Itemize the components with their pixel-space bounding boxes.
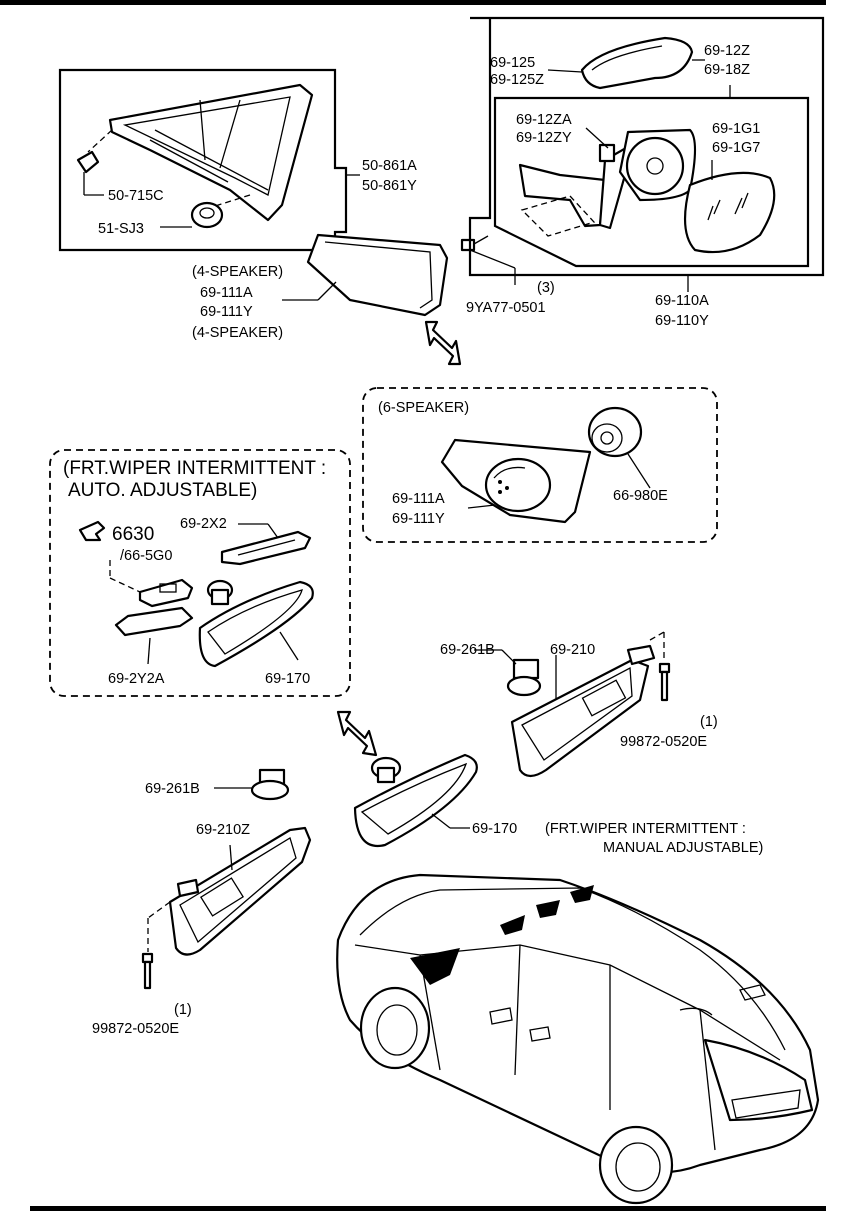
label-6630: 6630 xyxy=(112,524,154,545)
label-69-110Y: 69-110Y xyxy=(655,313,709,329)
label-69-2X2: 69-2X2 xyxy=(180,516,227,532)
speaker-cover-4sp: (4-SPEAKER) 69-111A 69-111Y (4-SPEAKER) xyxy=(192,233,449,341)
tweeter-speaker xyxy=(587,406,651,489)
mirror-mount-manual xyxy=(370,756,402,784)
label-r-69-210: 69-210 xyxy=(550,642,595,658)
label-manual-note-2: MANUAL ADJUSTABLE) xyxy=(603,840,763,856)
outside-mirror-box xyxy=(468,16,825,277)
label-69-1G1: 69-1G1 xyxy=(712,121,760,137)
label-auto-title-2: AUTO. ADJUSTABLE) xyxy=(68,480,257,501)
label-69-110A: 69-110A xyxy=(655,293,709,309)
alternative-arrow-2 xyxy=(336,710,378,757)
rear-wheel xyxy=(598,1125,674,1205)
quarter-window-group: 50-715C 51-SJ3 50-861A 50-861Y xyxy=(58,68,417,252)
label-6sp-69-111A: 69-111A xyxy=(392,491,445,507)
quarter-window-box xyxy=(58,68,348,252)
six-speaker-box xyxy=(362,387,718,543)
label-r-69-261B: 69-261B xyxy=(440,642,495,658)
manual-rearview-mirror xyxy=(353,753,478,848)
mirror-mount xyxy=(206,579,234,606)
bottom-border xyxy=(30,1206,826,1211)
visor-clip-left xyxy=(250,768,290,801)
sensor-bracket xyxy=(114,606,194,637)
mirror-glass xyxy=(683,171,776,254)
sensor-cover xyxy=(220,530,312,566)
visor-clip-right xyxy=(506,658,542,697)
label-screw-qty: (3) xyxy=(537,280,555,296)
clip-icon xyxy=(76,150,104,196)
alternative-arrow-1 xyxy=(424,320,462,366)
label-4-speaker-top: (4-SPEAKER) xyxy=(192,264,283,280)
top-border xyxy=(0,0,826,5)
auto-mirror-box xyxy=(49,449,351,697)
label-manual-69-170: 69-170 xyxy=(472,821,517,837)
label-69-125Z: 69-125Z xyxy=(490,72,544,88)
pad-icon xyxy=(160,201,224,229)
label-69-12ZA: 69-12ZA xyxy=(516,112,572,128)
label-6sp-69-111Y: 69-111Y xyxy=(392,511,445,527)
screw-left-icon xyxy=(141,952,154,990)
auto-mirror-group: (FRT.WIPER INTERMITTENT : AUTO. ADJUSTAB… xyxy=(49,449,351,697)
label-r-screw-qty: (1) xyxy=(700,714,718,730)
hand-pointer-icon xyxy=(78,520,106,542)
label-69-18Z: 69-18Z xyxy=(704,62,750,78)
label-66-5G0: /66-5G0 xyxy=(120,548,172,564)
label-l-69-210Z: 69-210Z xyxy=(196,822,250,838)
label-69-111Y: 69-111Y xyxy=(200,304,253,320)
label-6-speaker: (6-SPEAKER) xyxy=(378,400,469,416)
auto-rearview-mirror xyxy=(198,580,314,668)
label-manual-note-1: (FRT.WIPER INTERMITTENT : xyxy=(545,821,746,837)
six-speaker-group: (6-SPEAKER) 69-111A 69-111Y 66-980E xyxy=(362,387,718,543)
label-69-12ZY: 69-12ZY xyxy=(516,130,572,146)
rain-sensor xyxy=(138,578,194,608)
screw-icon: (3) 9YA77-0501 xyxy=(460,235,555,316)
left-visor-group: 69-261B 69-210Z (1) 99872-0520E xyxy=(92,768,312,1037)
label-auto-title-1: (FRT.WIPER INTERMITTENT : xyxy=(63,458,326,479)
quarter-window-molding xyxy=(87,83,314,222)
vehicle-illustration xyxy=(336,873,820,1205)
label-r-99872-0520E: 99872-0520E xyxy=(620,734,707,750)
label-l-99872-0520E: 99872-0520E xyxy=(92,1021,179,1037)
label-50-715C: 50-715C xyxy=(108,188,164,204)
label-50-861A: 50-861A xyxy=(362,158,417,174)
right-visor-group: 69-261B 69-210 (1) 99872-0520E xyxy=(440,631,718,778)
speaker-cover-6sp xyxy=(440,438,592,524)
label-69-2Y2A: 69-2Y2A xyxy=(108,671,165,687)
label-69-111A: 69-111A xyxy=(200,285,253,301)
label-69-1G7: 69-1G7 xyxy=(712,140,760,156)
screw-right-icon xyxy=(658,662,671,702)
sun-visor-right xyxy=(510,644,656,778)
front-wheel xyxy=(359,986,431,1070)
mirror-base xyxy=(518,138,642,237)
label-51-SJ3: 51-SJ3 xyxy=(98,221,144,237)
mirror-inner-box xyxy=(493,96,810,268)
label-4-speaker-bottom: (4-SPEAKER) xyxy=(192,325,283,341)
label-69-125: 69-125 xyxy=(490,55,535,71)
label-l-screw-qty: (1) xyxy=(174,1002,192,1018)
outside-mirror-group: 69-125 69-125Z 69-12Z 69-18Z 69-12ZA 69-… xyxy=(468,16,825,329)
sun-visor-left xyxy=(168,826,312,956)
label-66-980E: 66-980E xyxy=(613,488,668,504)
mirror-motor xyxy=(585,127,697,202)
label-69-12Z: 69-12Z xyxy=(704,43,750,59)
label-9YA77-0501: 9YA77-0501 xyxy=(466,300,546,316)
label-50-861Y: 50-861Y xyxy=(362,178,417,194)
label-l-69-261B: 69-261B xyxy=(145,781,200,797)
manual-mirror-group: 69-170 (FRT.WIPER INTERMITTENT : MANUAL … xyxy=(353,753,763,856)
label-auto-69-170: 69-170 xyxy=(265,671,310,687)
mirror-cap xyxy=(580,36,694,90)
